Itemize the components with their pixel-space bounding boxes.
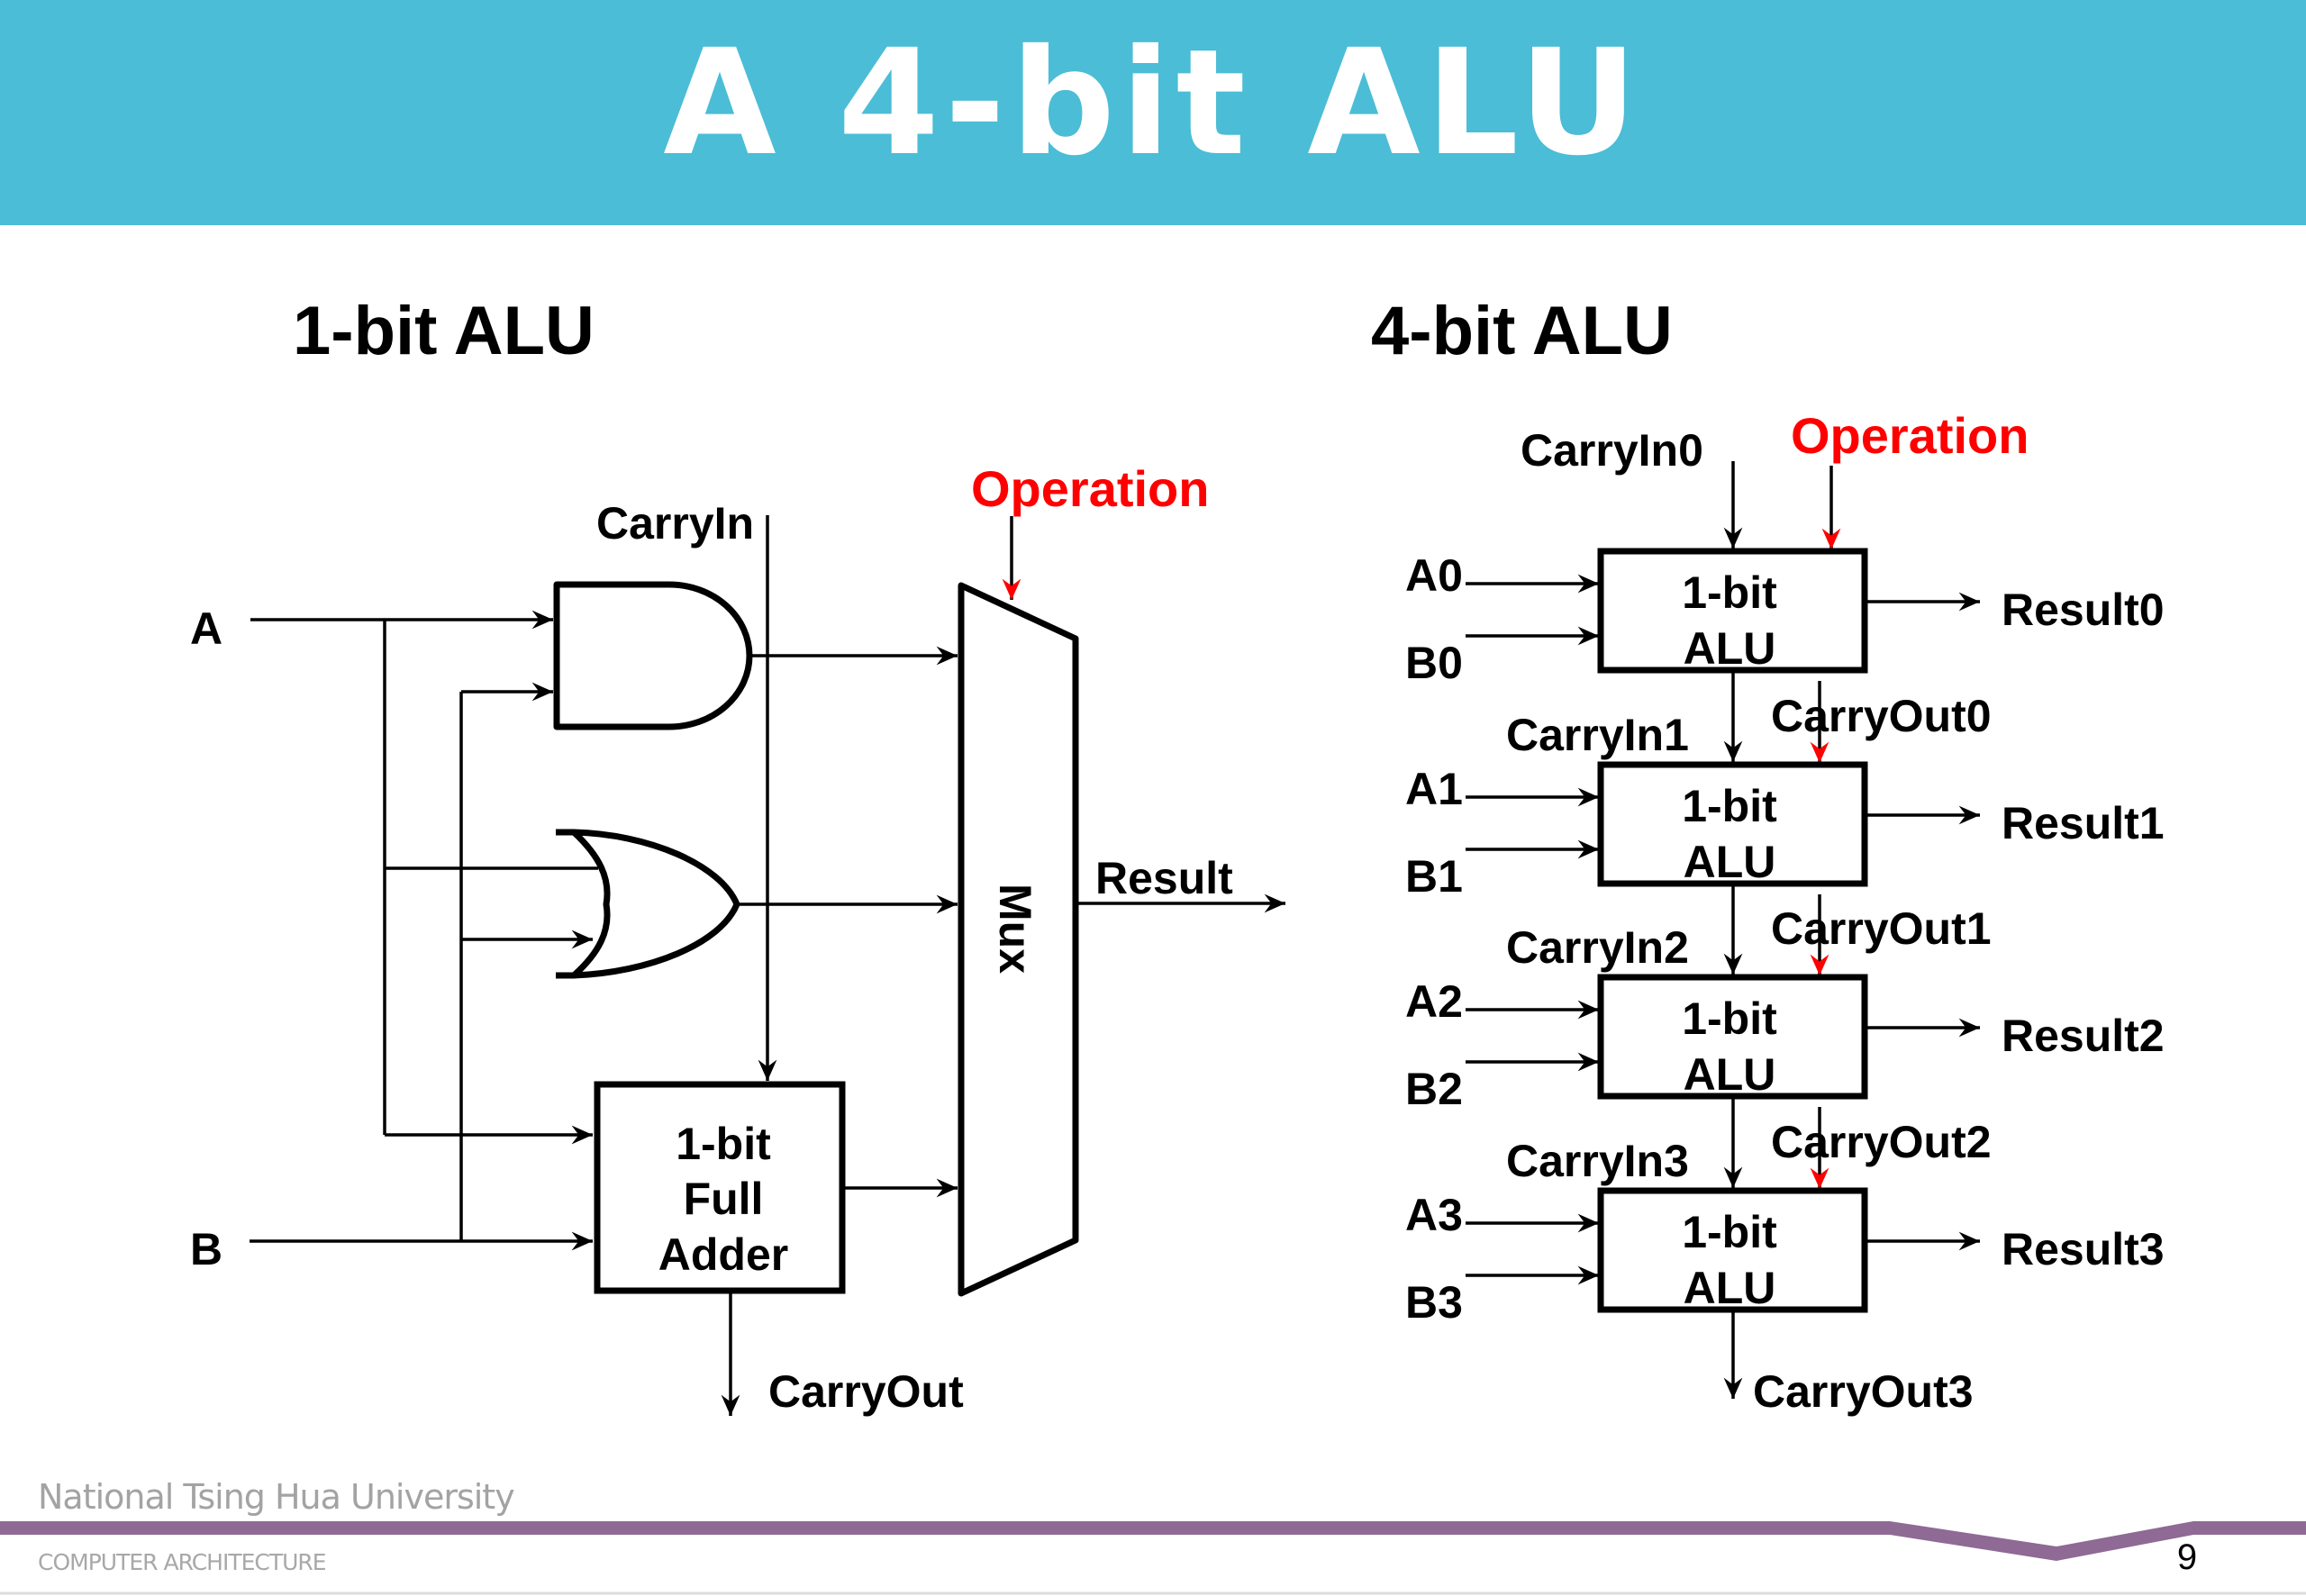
label-result2: Result2 — [2002, 1011, 2165, 1061]
label-carry-out1: CarryOut1 — [1771, 903, 1992, 954]
header-band — [0, 0, 2306, 225]
page-number: 9 — [2177, 1537, 2197, 1577]
label-result: Result — [1095, 853, 1233, 903]
alu-box-1-line-1: 1-bit — [1682, 781, 1777, 831]
alu-box-2-line-2: ALU — [1684, 1049, 1776, 1100]
label-b0: B0 — [1405, 638, 1463, 688]
label-carry-in1: CarryIn1 — [1506, 710, 1689, 760]
label-b3: B3 — [1405, 1277, 1463, 1328]
mux-shape — [958, 582, 1079, 1297]
label-a2: A2 — [1405, 976, 1463, 1027]
label-result3: Result3 — [2002, 1224, 2165, 1274]
four-bit-alu-diagram: 4-bit ALU Operation 1-bitALUA0B0Result0C… — [1371, 293, 2165, 1417]
label-carry-in2: CarryIn2 — [1506, 922, 1689, 973]
label-operation-left: Operation — [971, 460, 1209, 517]
alu-box-1-line-2: ALU — [1684, 837, 1776, 887]
label-operation-right: Operation — [1791, 407, 2029, 464]
label-carry-out: CarryOut — [768, 1366, 964, 1417]
label-input-a: A — [190, 603, 222, 654]
heading-1bit-alu: 1-bit ALU — [293, 293, 595, 369]
label-carry-out2: CarryOut2 — [1771, 1117, 1992, 1167]
label-carry-in0: CarryIn0 — [1521, 425, 1703, 476]
full-adder-line-1: 1-bit — [676, 1119, 771, 1169]
footer-university: National Tsing Hua University — [38, 1477, 514, 1517]
label-carry-out3: CarryOut3 — [1753, 1366, 1974, 1417]
label-carry-in3: CarryIn3 — [1506, 1136, 1689, 1186]
label-a3: A3 — [1405, 1190, 1463, 1240]
slide-title: A 4-bit ALU — [663, 19, 1642, 188]
one-bit-alu-diagram: 1-bit ALU A B CarryIn Operation Result C… — [190, 293, 1285, 1417]
label-input-b: B — [190, 1224, 222, 1274]
alu-box-3-line-2: ALU — [1684, 1263, 1776, 1313]
label-b1: B1 — [1405, 851, 1463, 902]
full-adder-line-3: Adder — [658, 1229, 788, 1280]
alu-box-2-line-1: 1-bit — [1682, 993, 1777, 1044]
label-b2: B2 — [1405, 1064, 1463, 1114]
heading-4bit-alu: 4-bit ALU — [1371, 293, 1673, 369]
footer-band — [0, 1521, 2306, 1561]
label-carry-out0: CarryOut0 — [1771, 691, 1992, 741]
alu-box-3-line-1: 1-bit — [1682, 1207, 1777, 1257]
or-gate — [556, 829, 740, 979]
full-adder-line-2: Full — [684, 1174, 764, 1224]
alu-box-0-line-2: ALU — [1684, 623, 1776, 674]
footer-course: COMPUTER ARCHITECTURE — [38, 1549, 326, 1575]
label-result0: Result0 — [2002, 585, 2165, 635]
label-a0: A0 — [1405, 550, 1463, 601]
and-gate — [553, 581, 753, 730]
alu-box-0-line-1: 1-bit — [1682, 567, 1777, 618]
mux-label: Mux — [990, 884, 1040, 974]
label-a1: A1 — [1405, 764, 1463, 814]
label-carry-in: CarryIn — [596, 498, 754, 549]
label-result1: Result1 — [2002, 798, 2165, 848]
